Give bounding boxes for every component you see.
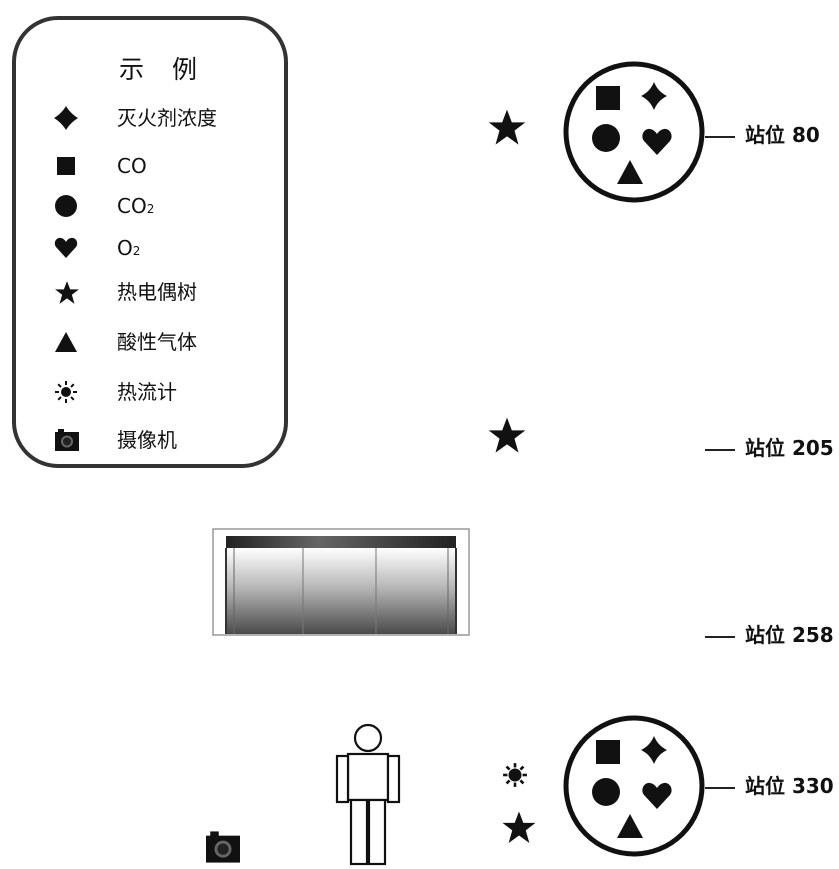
triangle-icon [55,332,77,352]
legend-item-acid-gas: 酸性气体 [16,324,292,360]
legend-label: 灭火剂浓度 [117,106,217,130]
legend-box: 示 例 灭火剂浓度 CO CO2 O2 热电偶树 酸性气体 [12,16,288,468]
legend-label: CO [117,154,147,178]
legend-item-heat-flux: 热流计 [16,374,292,410]
star-icon [488,417,526,453]
square-icon [596,86,620,110]
heart-icon [54,237,78,258]
station-tick [705,448,735,451]
heat-flux-icon [503,763,527,787]
star-icon [502,811,536,843]
legend-item-co: CO [16,148,292,184]
heat-flux-icon [55,381,77,403]
fire-suppressant-icon [54,106,78,130]
station-marker-205: 站位 205 [705,436,834,460]
circle-icon [592,778,620,806]
station-marker-80: 站位 80 [705,123,820,147]
heart-icon [642,782,672,809]
sensor-cluster [563,61,705,203]
station-tick [705,786,735,789]
legend-title: 示 例 [119,55,207,84]
legend-item-thermocouple: 热电偶树 [16,274,292,310]
train-car [212,528,470,636]
triangle-icon [617,160,643,184]
legend-item-camera: 摄像机 [16,422,292,458]
circle-icon [55,195,77,217]
legend-label: 热电偶树 [117,280,197,304]
legend-label: 摄像机 [117,428,177,452]
legend-item-co2: CO2 [16,188,292,224]
sensor-cluster [563,715,705,857]
triangle-icon [617,814,643,838]
camera-icon [55,429,79,451]
legend-item-o2: O2 [16,230,292,266]
legend-item-fire-suppressant: 灭火剂浓度 [16,100,292,136]
legend-label: 酸性气体 [117,330,197,354]
fire-suppressant-icon [641,82,667,110]
star-icon [488,109,526,145]
square-icon [596,740,620,764]
circle-icon [592,124,620,152]
station-marker-258: 站位 258 [705,623,834,647]
camera-icon [206,831,240,863]
human-figure-icon [335,723,401,866]
fire-suppressant-icon [641,736,667,764]
square-icon [57,157,75,175]
legend-label: O2 [117,236,141,260]
legend-label: CO2 [117,194,155,218]
heart-icon [642,128,672,155]
station-tick [705,635,735,638]
legend-label: 热流计 [117,380,177,404]
station-marker-330: 站位 330 [705,774,834,798]
station-tick [705,135,735,138]
star-icon [55,281,79,304]
